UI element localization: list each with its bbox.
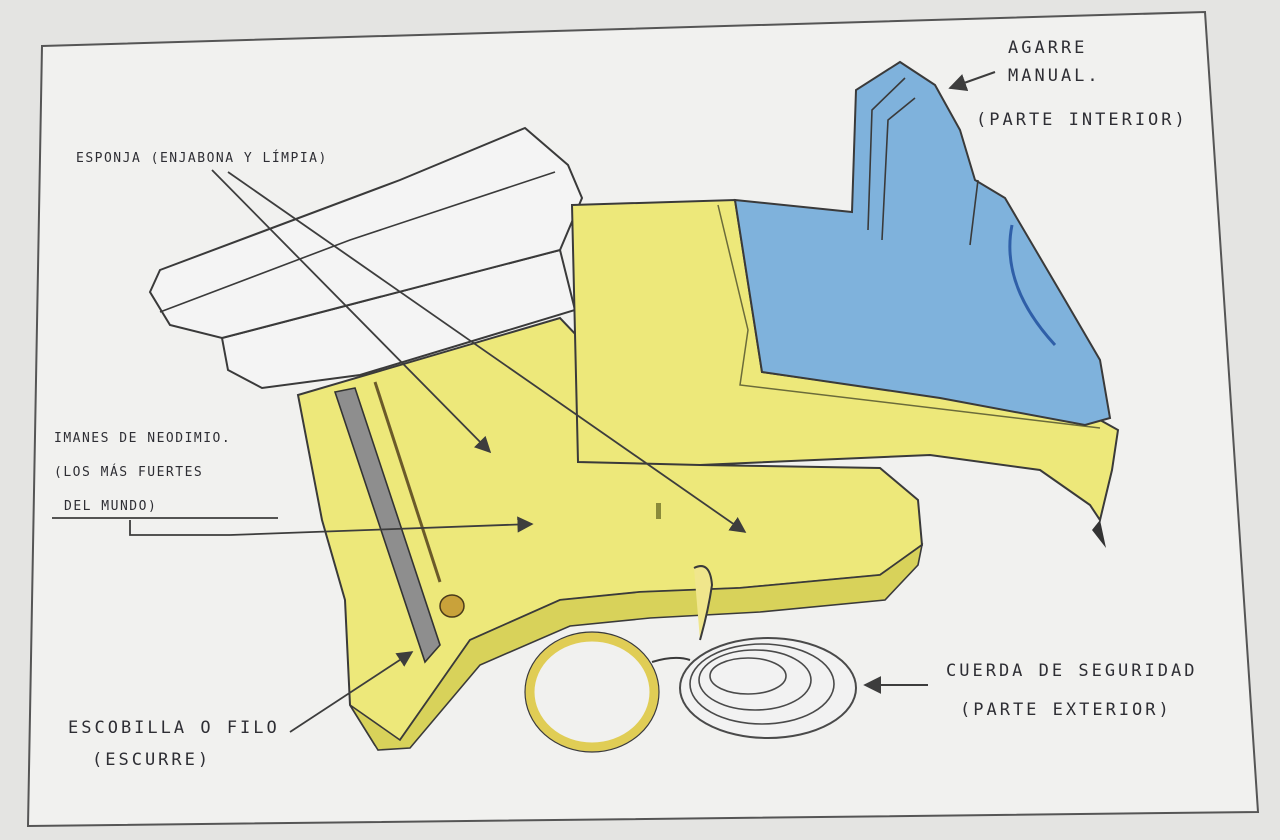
label-escobilla-line2: (escurre) bbox=[92, 752, 211, 769]
label-agarre-line3: (Parte interior) bbox=[976, 112, 1188, 129]
label-cuerda-line1: Cuerda de seguridad bbox=[946, 663, 1197, 680]
label-escobilla-line1: Escobilla o filo bbox=[68, 720, 280, 737]
label-imanes-line1: Imanes de neodimio. bbox=[54, 432, 231, 445]
label-imanes-line3: del mundo) bbox=[64, 500, 157, 513]
cord-coil-1 bbox=[680, 638, 856, 738]
label-cuerda-line2: (Parte exterior) bbox=[960, 702, 1172, 719]
label-esponja: Esponja (enjabona y límpia) bbox=[76, 152, 328, 165]
label-agarre-line1: Agarre bbox=[1008, 40, 1087, 57]
screw bbox=[440, 595, 464, 617]
small-mark bbox=[656, 503, 661, 519]
label-imanes-line2: (los más fuertes bbox=[54, 466, 203, 479]
label-agarre-line2: Manual. bbox=[1008, 68, 1101, 85]
